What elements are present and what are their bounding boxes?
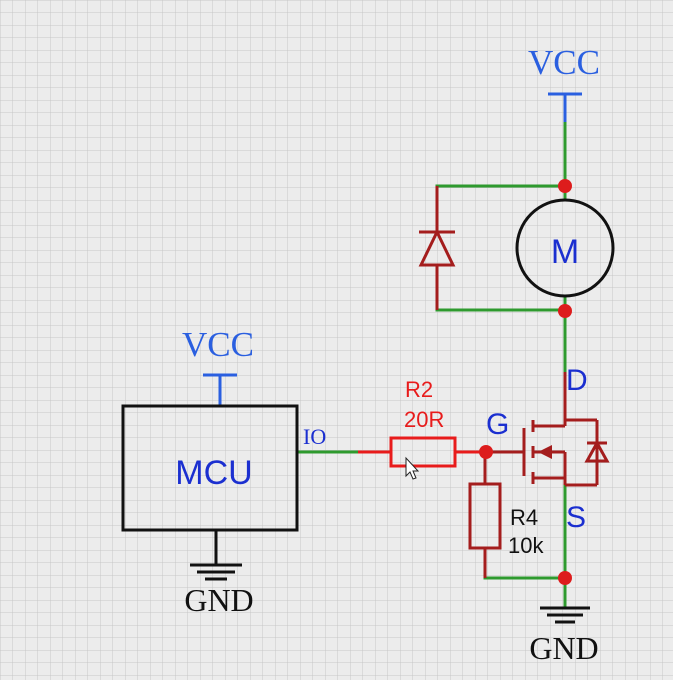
junctions [479, 179, 572, 585]
motor-symbol [515, 198, 615, 298]
gnd-symbol-right [540, 606, 590, 624]
junction-dot [479, 445, 493, 459]
junction-dot [558, 179, 572, 193]
vcc-label-mcu: VCC [182, 325, 254, 364]
gnd-label-left: GND [184, 582, 253, 618]
flyback-diode [418, 186, 456, 310]
r2-value-label: 20R [404, 407, 444, 432]
mosfet-arrow [538, 445, 552, 459]
motor-label: M [551, 233, 579, 271]
source-label: S [566, 501, 586, 534]
vcc-symbol-top [548, 92, 582, 122]
drain-label: D [566, 364, 588, 397]
gnd-label-right: GND [529, 630, 598, 666]
gnd-symbol-left [190, 530, 242, 581]
r2-name-label: R2 [405, 377, 433, 402]
mcu-label: MCU [175, 454, 252, 492]
resistor-r2 [358, 436, 486, 468]
r4-name-label: R4 [510, 505, 538, 530]
mouse-pointer-icon [405, 456, 420, 480]
io-pin-label: IO [303, 424, 326, 449]
vcc-label-top: VCC [528, 43, 600, 82]
r4-value-label: 10k [508, 533, 544, 558]
vcc-symbol-mcu [203, 373, 237, 406]
junction-dot [558, 571, 572, 585]
junction-dot [558, 304, 572, 318]
mcu-box [121, 404, 299, 532]
gate-label: G [486, 408, 509, 441]
